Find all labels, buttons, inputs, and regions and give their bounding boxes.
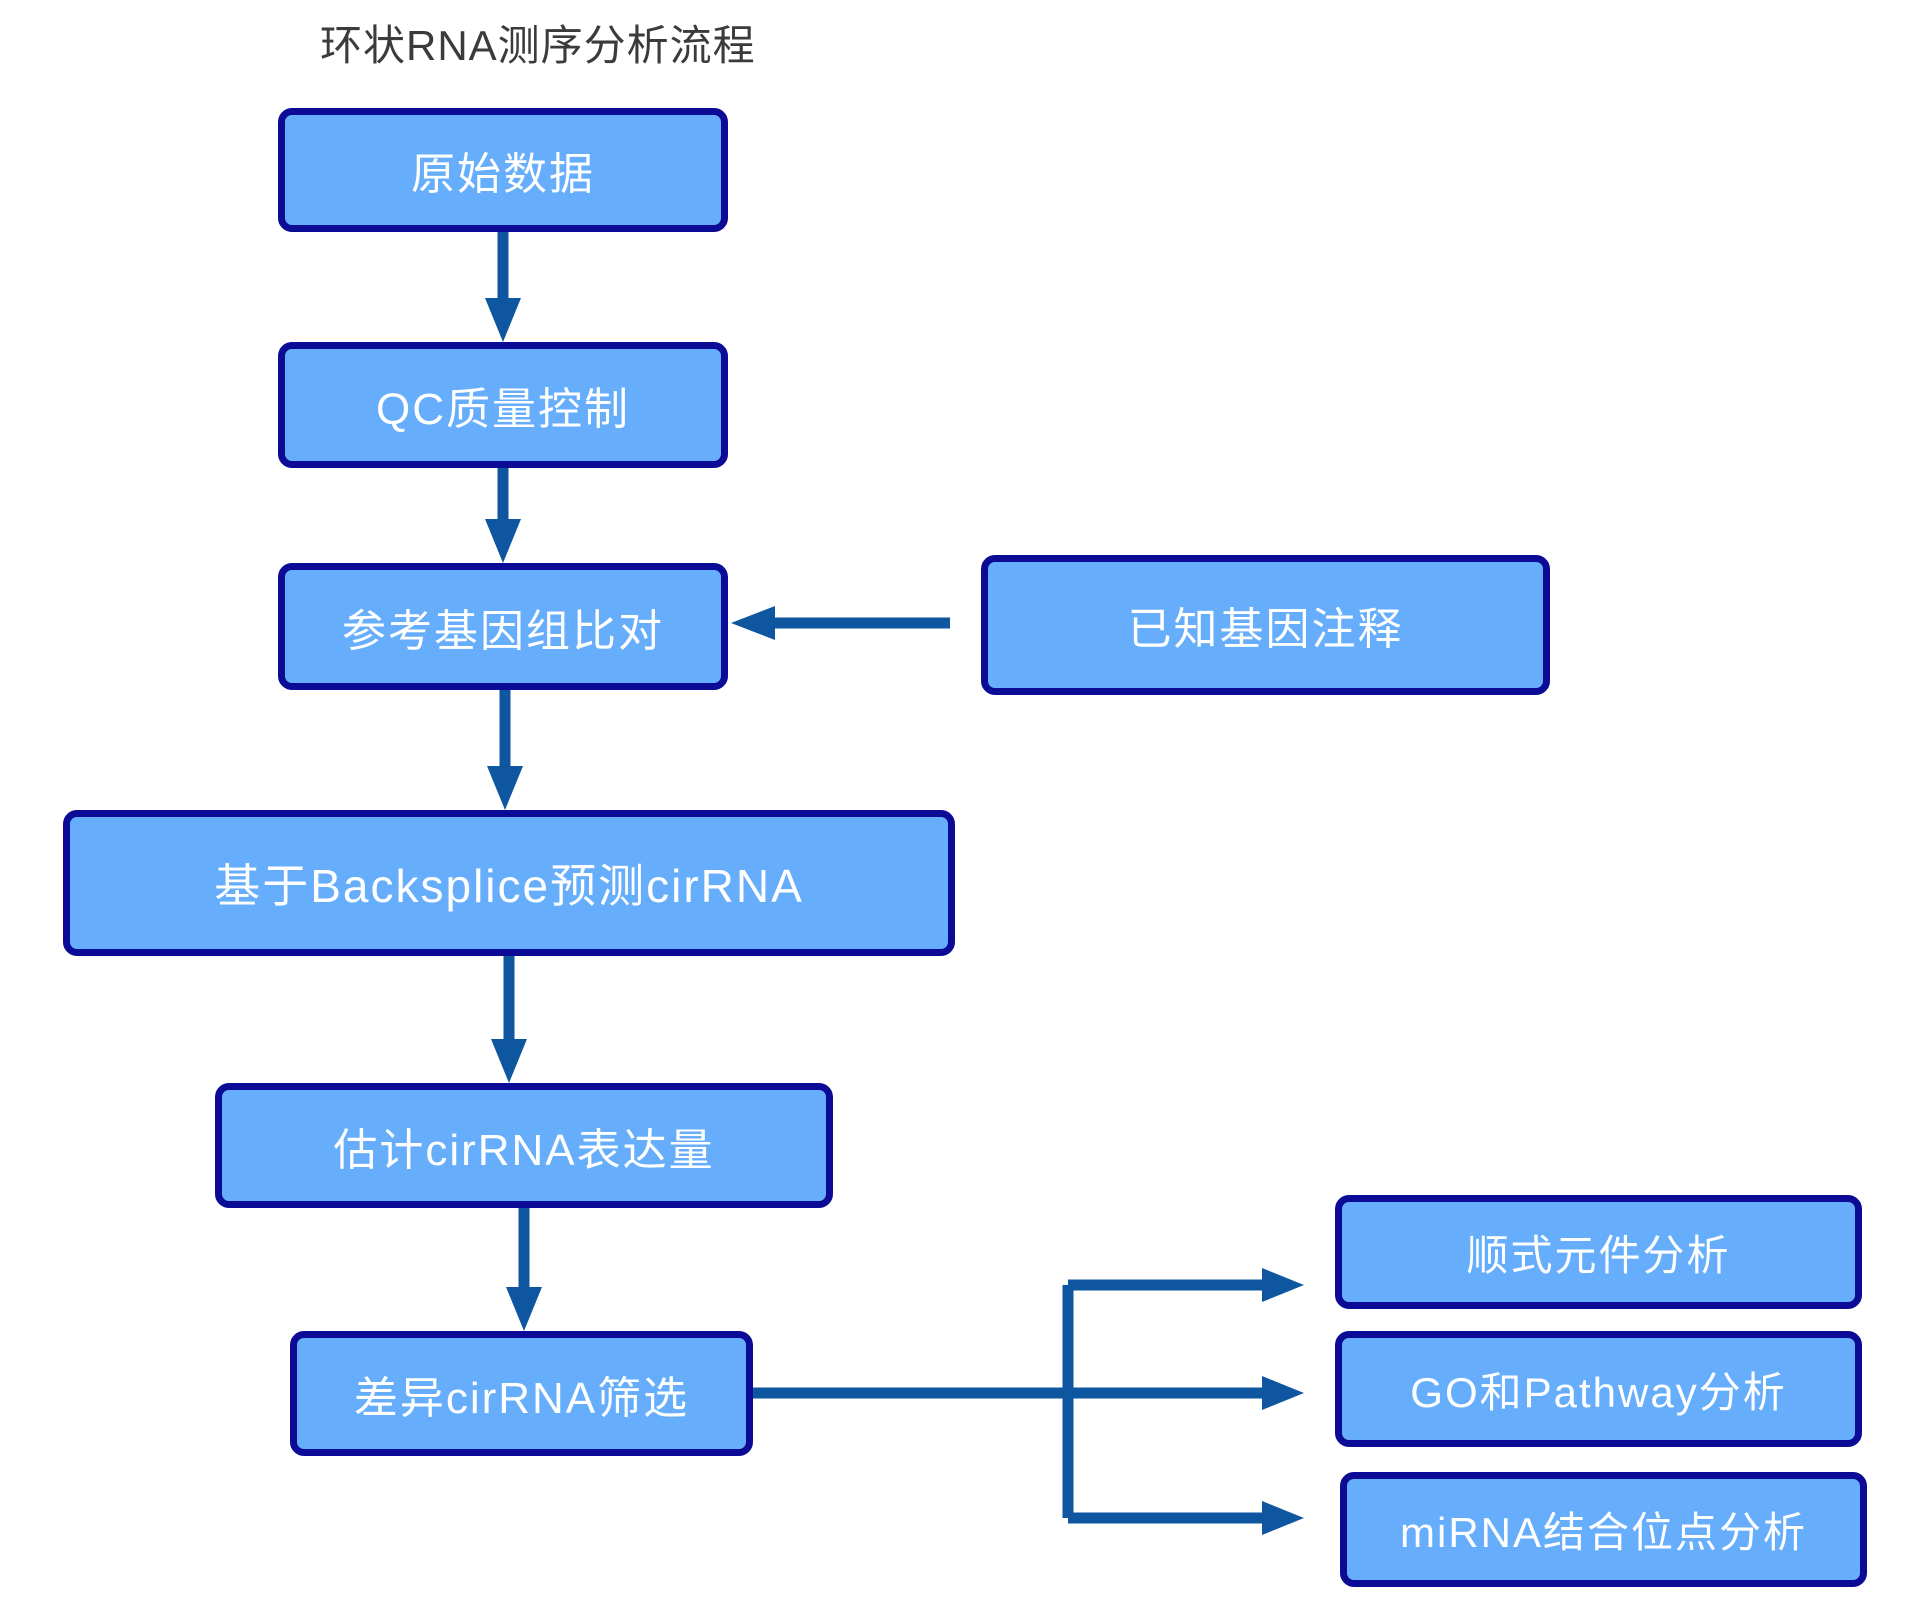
edge-backsplice-to-expression [491,956,527,1083]
node-reference-genome-alignment: 参考基因组比对 [278,563,728,690]
node-mirna-binding-site-analysis: miRNA结合位点分析 [1340,1472,1867,1587]
arrowhead-down-icon [487,766,523,810]
arrowhead-down-icon [491,1039,527,1083]
node-backsplice-prediction: 基于Backsplice预测cirRNA [63,810,955,956]
arrowhead-right-icon [1262,1268,1304,1302]
arrowhead-right-icon [1262,1376,1304,1410]
node-qc-quality-control: QC质量控制 [278,342,728,468]
arrowhead-down-icon [506,1287,542,1331]
arrowhead-down-icon [485,298,521,342]
edge-expression-to-diff [506,1208,542,1331]
node-cis-element-analysis: 顺式元件分析 [1335,1195,1862,1309]
edge-diff-to-go [1068,1376,1304,1410]
arrowhead-down-icon [485,519,521,563]
node-go-pathway-analysis: GO和Pathway分析 [1335,1331,1862,1447]
node-differential-cirrna-screening: 差异cirRNA筛选 [290,1331,753,1456]
arrowhead-right-icon [1262,1501,1304,1535]
arrowhead-left-icon [731,606,775,640]
node-raw-data: 原始数据 [278,108,728,232]
diagram-title: 环状RNA测序分析流程 [320,22,756,69]
node-known-gene-annotation: 已知基因注释 [981,555,1550,695]
edge-raw-to-qc [485,232,521,342]
edge-diff-branch-trunk [753,1285,1074,1518]
edge-diff-to-mirna [1068,1501,1304,1535]
edge-diff-to-cis [1068,1268,1304,1302]
edge-annotation-to-align [731,606,950,640]
edge-qc-to-align [485,468,521,563]
edge-align-to-backsplice [487,690,523,810]
node-cirrna-expression-estimation: 估计cirRNA表达量 [215,1083,833,1208]
